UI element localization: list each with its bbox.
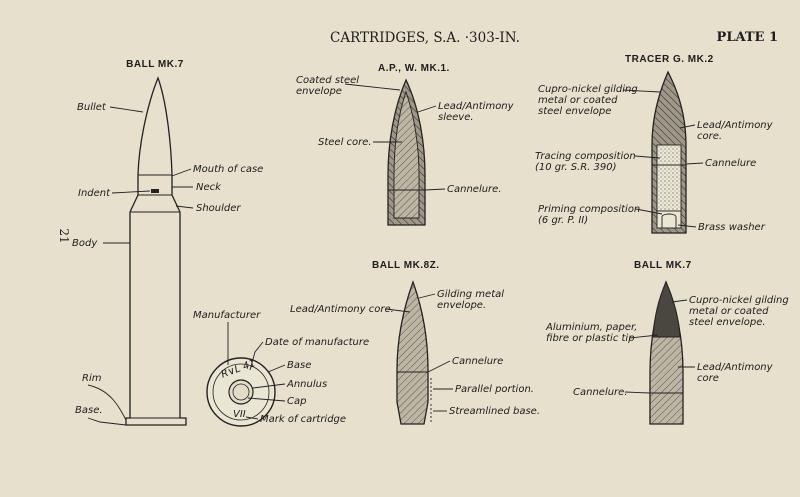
label-tracer-core-text: Lead/Antimony <box>697 120 774 131</box>
label-line: envelope. <box>437 300 486 311</box>
label-shoulder: Shoulder <box>196 203 241 214</box>
label-line: sleeve. <box>438 112 474 123</box>
caption-tracer-g-mk2: TRACER G. MK.2 <box>625 54 714 65</box>
plate-number: PLATE 1 <box>717 30 778 45</box>
label-mouth-of-case: Mouth of case <box>193 164 263 175</box>
label-parallel-portion: Parallel portion. <box>455 384 534 395</box>
label-line: (6 gr. P. II) <box>538 215 588 226</box>
label-indent: Indent <box>78 188 111 199</box>
label-mk7-envelope-text: Cupro-nickel gilding <box>689 295 789 306</box>
mk7-bullet-drawing <box>649 280 684 425</box>
label-brass-washer: Brass washer <box>698 222 766 233</box>
label-line: core. <box>697 131 722 142</box>
label-line: steel envelope <box>538 106 611 117</box>
label-streamlined-base: Streamlined base. <box>449 406 540 417</box>
tracer-bullet-drawing <box>651 70 687 234</box>
label-line: core <box>697 373 719 384</box>
label-mk8z-core: Lead/Antimony core. <box>290 304 394 315</box>
label-line: metal or coated <box>689 306 769 317</box>
label-neck: Neck <box>196 182 222 193</box>
label-ap-envelope-text: Coated steel <box>296 75 359 86</box>
label-tracer-envelope-text: Cupro-nickel gilding <box>538 84 638 95</box>
label-base-headstamp: Base <box>287 360 311 371</box>
label-mk7-tip: Aluminium, paper,fibre or plastic tip <box>545 322 637 344</box>
label-ap-sleeve-text: Lead/Antimony <box>438 101 515 112</box>
label-line: (10 gr. S.R. 390) <box>535 162 617 173</box>
label-manufacturer: Manufacturer <box>193 310 261 321</box>
plate-title: CARTRIDGES, S.A. ·303-IN. <box>330 30 520 46</box>
page-number: 21 <box>57 228 71 243</box>
caption-ball-mk7-cartridge: BALL MK.7 <box>126 59 184 70</box>
label-mk7-core-text: Lead/Antimony <box>697 362 774 373</box>
label-line: metal or coated <box>538 95 618 106</box>
caption-ball-mk7-bullet: BALL MK.7 <box>634 260 692 271</box>
label-base: Base. <box>75 405 103 416</box>
label-mk7-tip-text: Aluminium, paper, <box>545 322 637 333</box>
label-annulus: Annulus <box>286 379 327 390</box>
label-priming-composition: Priming composition(6 gr. P. II) <box>538 204 640 226</box>
label-bullet: Bullet <box>77 102 107 113</box>
label-priming-composition-text: Priming composition <box>538 204 640 215</box>
headstamp-bottom-stamp: VII <box>233 409 246 420</box>
full-cartridge-drawing <box>125 76 187 426</box>
label-tracer-composition-text: Tracing composition <box>535 151 636 162</box>
label-ap-steel-core: Steel core. <box>318 137 372 148</box>
label-line: fibre or plastic tip <box>546 333 635 344</box>
label-tracer-cannelure: Cannelure <box>705 158 756 169</box>
label-mark-of-cartridge: Mark of cartridge <box>260 414 346 425</box>
ap-bullet-drawing <box>387 78 426 226</box>
label-date-of-manufacture: Date of manufacture <box>265 337 369 348</box>
label-mk7-cannelure: Cannelure. <box>573 387 628 398</box>
label-line: envelope <box>296 86 342 97</box>
headstamp-drawing <box>206 357 276 427</box>
label-body: Body <box>72 238 98 249</box>
caption-ap-w-mk1: A.P., W. MK.1. <box>378 63 450 74</box>
label-line: steel envelope. <box>689 317 766 328</box>
label-cap: Cap <box>287 396 306 407</box>
label-ap-cannelure: Cannelure. <box>447 184 502 195</box>
label-mk8z-cannelure: Cannelure <box>452 356 503 367</box>
label-rim: Rim <box>82 373 102 384</box>
label-tracer-composition: Tracing composition(10 gr. S.R. 390) <box>535 151 636 173</box>
caption-ball-mk8z: BALL MK.8Z. <box>372 260 440 271</box>
label-mk8z-envelope-text: Gilding metal <box>437 289 504 300</box>
mk8z-bullet-drawing <box>396 280 432 425</box>
